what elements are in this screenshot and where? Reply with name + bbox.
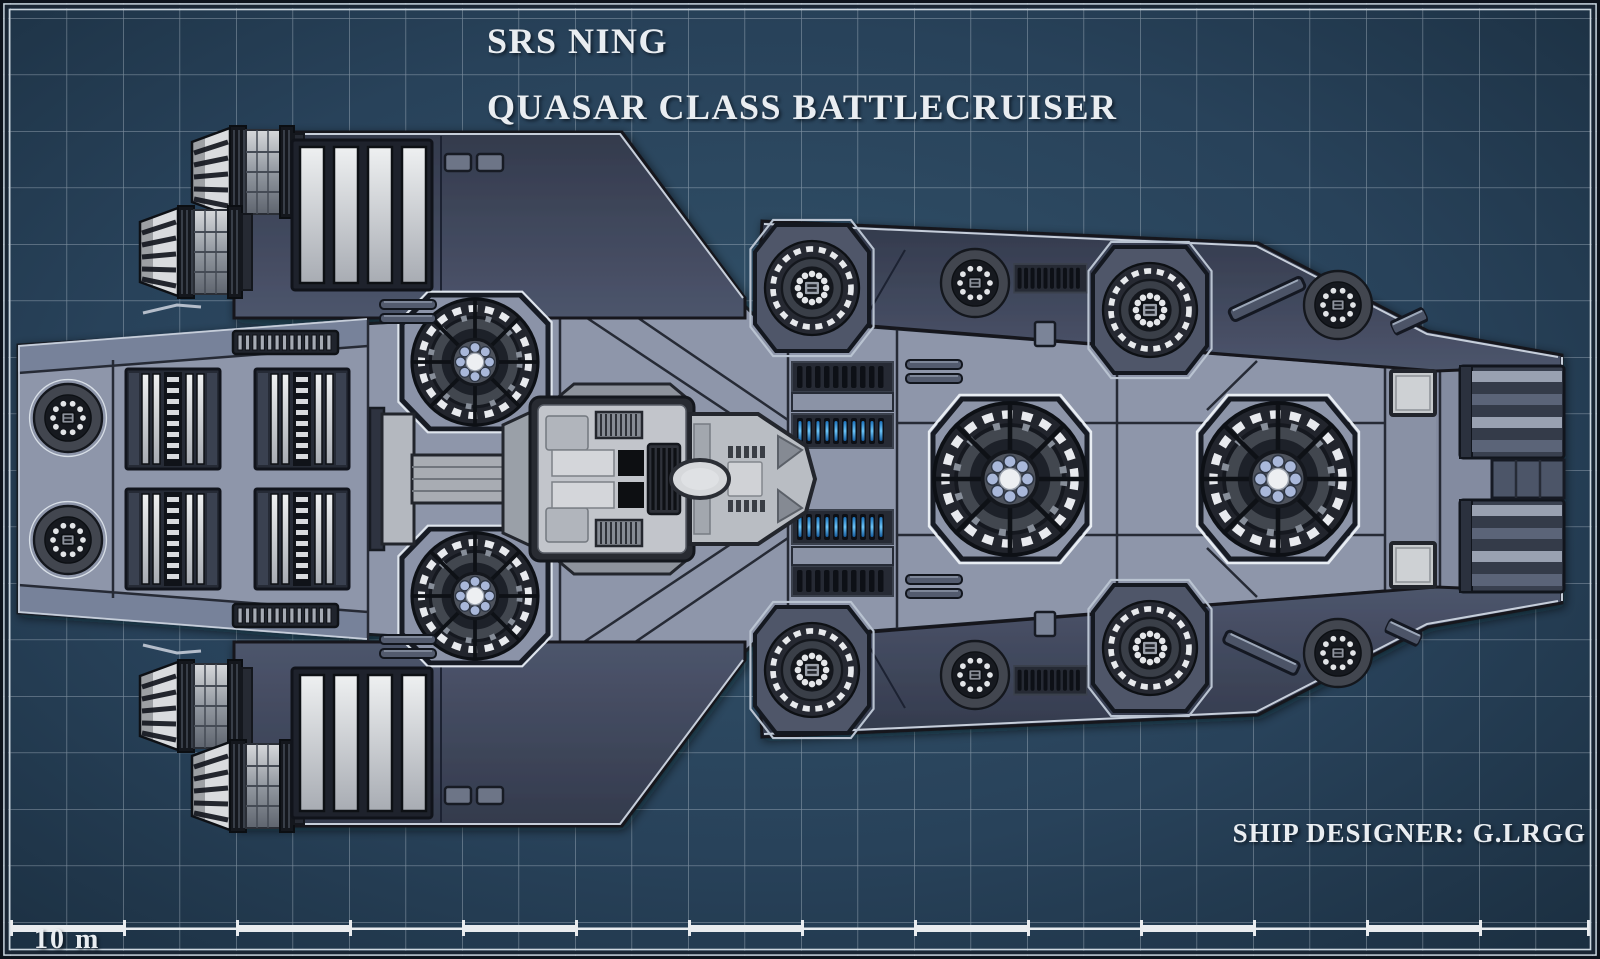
turret-large — [934, 403, 1086, 555]
turret-small — [1302, 617, 1374, 689]
launcher — [1458, 498, 1566, 594]
turret-medium — [765, 241, 859, 335]
bluevent — [791, 413, 894, 449]
turret-small-ring — [30, 380, 107, 457]
engine — [192, 126, 304, 218]
ridge — [379, 634, 437, 645]
sqbow — [1389, 369, 1437, 417]
plainband — [791, 392, 894, 412]
radiator — [124, 487, 222, 591]
ridge — [379, 313, 437, 324]
turret-small — [939, 639, 1011, 711]
stripes4 — [290, 666, 434, 820]
plainband — [791, 546, 894, 566]
ridge — [379, 299, 437, 310]
turret-small — [1302, 269, 1374, 341]
turret-small — [939, 247, 1011, 319]
bow-connector — [1490, 458, 1566, 500]
ridge — [905, 574, 963, 585]
ridge — [379, 648, 437, 659]
stripes4 — [290, 138, 434, 292]
bridge-module — [501, 382, 818, 576]
sqsm — [1033, 610, 1057, 638]
engine — [140, 206, 252, 298]
comb — [231, 602, 340, 629]
darkvent — [791, 565, 894, 597]
engine — [192, 740, 304, 832]
darkvent — [791, 361, 894, 393]
ridge — [905, 359, 963, 370]
designer-credit: SHIP DESIGNER: G.LRGG — [1232, 818, 1586, 848]
boxsm — [443, 152, 473, 173]
turret-medium — [1103, 263, 1197, 357]
comb — [231, 329, 340, 356]
turret-large — [1202, 403, 1354, 555]
sqbow — [1389, 541, 1437, 589]
turret-small-ring — [30, 502, 107, 579]
boxsm — [475, 785, 505, 806]
turret-medium — [1103, 601, 1197, 695]
radiator — [253, 487, 351, 591]
ridge — [905, 373, 963, 384]
turret-medium — [765, 623, 859, 717]
engine — [140, 660, 252, 752]
boxsm — [443, 785, 473, 806]
darkvent — [1013, 665, 1088, 696]
radiator — [124, 367, 222, 471]
ship-class-subtitle: QUASAR CLASS BATTLECRUISER — [487, 87, 1118, 127]
bluevent — [791, 509, 894, 545]
ship-name-title: SRS NING — [487, 21, 669, 61]
sqsm — [1033, 320, 1057, 348]
scale-label: 10 m — [34, 924, 101, 955]
ridge — [905, 588, 963, 599]
boxsm — [475, 152, 505, 173]
darkvent — [1013, 263, 1088, 294]
launcher — [1458, 364, 1566, 460]
scale-bar — [10, 920, 1590, 938]
radiator — [253, 367, 351, 471]
